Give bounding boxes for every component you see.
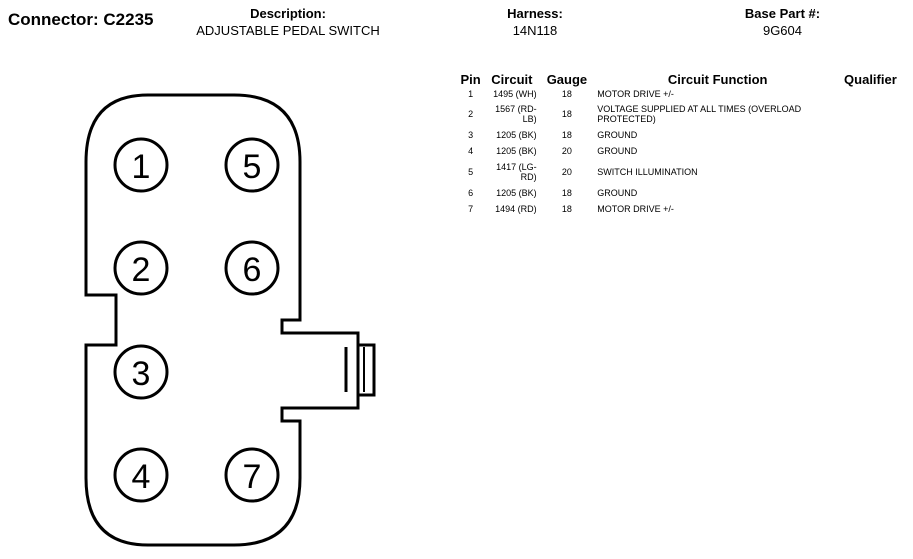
harness-label: Harness:: [507, 6, 563, 21]
gauge-cell: 20: [561, 146, 572, 156]
pin-4: 4: [113, 447, 169, 503]
table-row: 3 1205 (BK) 18 GROUND: [454, 127, 913, 143]
table-row: 2 1567 (RD-LB) 18 VOLTAGE SUPPLIED AT AL…: [454, 101, 913, 127]
circuit-cell: 1205 (BK): [496, 130, 537, 140]
pin-2: 2: [113, 240, 169, 296]
pin-label: 7: [243, 458, 262, 496]
function-cell: GROUND: [597, 188, 638, 198]
gauge-cell: 20: [561, 167, 572, 177]
circuit-cell: 1567 (RD-LB): [495, 104, 537, 124]
function-cell: GROUND: [597, 146, 638, 156]
description-label: Description:: [250, 6, 326, 21]
function-cell: MOTOR DRIVE +/-: [597, 89, 674, 99]
harness-value: 14N118: [512, 23, 558, 38]
pin-label: 5: [243, 148, 262, 186]
pin-table: Pin Circuit Gauge Circuit Function Quali…: [454, 72, 913, 217]
base-part-label: Base Part #:: [744, 6, 821, 21]
gauge-cell: 18: [561, 109, 572, 119]
pin-5: 5: [224, 137, 280, 193]
column-header-gauge: Gauge: [546, 72, 588, 87]
latch-tab: [356, 343, 376, 397]
pin-cell: 1: [468, 89, 474, 99]
table-row: 1 1495 (WH) 18 MOTOR DRIVE +/-: [454, 87, 913, 101]
circuit-cell: 1205 (BK): [496, 146, 537, 156]
pin-3: 3: [113, 344, 169, 400]
pin-cell: 7: [468, 204, 474, 214]
base-part-block: Base Part #: 9G604: [725, 6, 840, 38]
function-cell: SWITCH ILLUMINATION: [597, 167, 698, 177]
description-value: ADJUSTABLE PEDAL SWITCH: [196, 23, 380, 38]
pin-label: 2: [132, 251, 151, 289]
pin-table-header: Pin Circuit Gauge Circuit Function Quali…: [454, 72, 913, 87]
qualifier-cell: [838, 87, 913, 101]
table-row: 6 1205 (BK) 18 GROUND: [454, 185, 913, 201]
column-header-circuit: Circuit: [491, 72, 533, 87]
table-row: 7 1494 (RD) 18 MOTOR DRIVE +/-: [454, 201, 913, 217]
pin-cell: 6: [468, 188, 474, 198]
gauge-cell: 18: [561, 130, 572, 140]
qualifier-cell: [838, 143, 913, 159]
function-cell: MOTOR DRIVE +/-: [597, 204, 674, 214]
base-part-value: 9G604: [762, 23, 803, 38]
connector-outline: [84, 93, 360, 547]
qualifier-cell: [838, 127, 913, 143]
pin-7: 7: [224, 447, 280, 503]
description-block: Description: ADJUSTABLE PEDAL SWITCH: [188, 6, 388, 38]
pin-label: 1: [132, 148, 151, 186]
column-header-function: Circuit Function: [667, 72, 768, 87]
circuit-cell: 1494 (RD): [495, 204, 537, 214]
pin-label: 4: [132, 458, 151, 496]
pin-cell: 3: [468, 130, 474, 140]
table-row: 4 1205 (BK) 20 GROUND: [454, 143, 913, 159]
column-header-qualifier: Qualifier: [844, 72, 897, 87]
qualifier-cell: [838, 185, 913, 201]
qualifier-cell: [838, 101, 913, 127]
pin-cell: 5: [468, 167, 474, 177]
gauge-cell: 18: [561, 204, 572, 214]
function-cell: GROUND: [597, 130, 638, 140]
circuit-cell: 1417 (LG-RD): [496, 162, 537, 182]
qualifier-cell: [838, 159, 913, 185]
circuit-cell: 1205 (BK): [496, 188, 537, 198]
pin-6: 6: [224, 240, 280, 296]
connector-title: Connector: C2235: [8, 10, 154, 29]
qualifier-cell: [838, 201, 913, 217]
column-header-pin: Pin: [460, 72, 481, 87]
pin-label: 3: [132, 355, 151, 393]
gauge-cell: 18: [561, 188, 572, 198]
circuit-cell: 1495 (WH): [493, 89, 537, 99]
pin-cell: 4: [468, 146, 474, 156]
pin-label: 6: [243, 251, 262, 289]
table-row: 5 1417 (LG-RD) 20 SWITCH ILLUMINATION: [454, 159, 913, 185]
gauge-cell: 18: [561, 89, 572, 99]
harness-block: Harness: 14N118: [475, 6, 595, 38]
pin-1: 1: [113, 137, 169, 193]
function-cell: VOLTAGE SUPPLIED AT ALL TIMES (OVERLOAD …: [597, 104, 802, 124]
pin-cell: 2: [468, 109, 474, 119]
